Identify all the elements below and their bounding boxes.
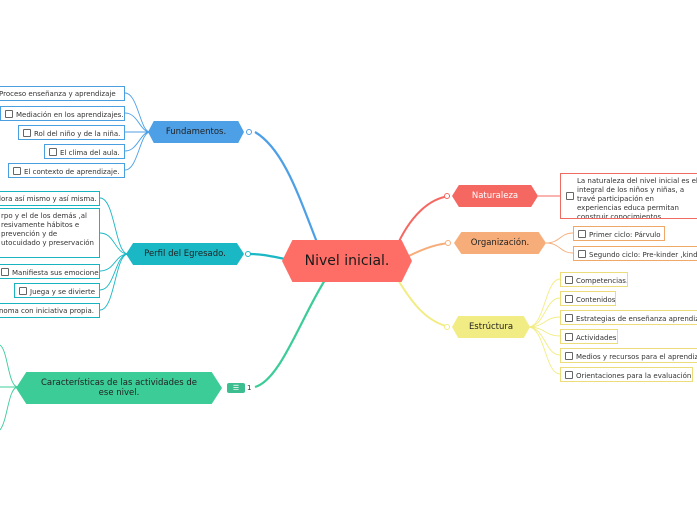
checkbox[interactable] [13,167,21,175]
leaf-estructura-5[interactable]: Medios y recursos para el aprendiz [560,348,697,363]
central-topic[interactable]: Nivel inicial. [282,240,412,282]
collapse-toggle-estructura[interactable] [444,324,450,330]
leaf-estructura-2[interactable]: Contenidos [560,291,616,306]
branch-caracteristicas[interactable]: Características de las actividades de es… [16,372,222,404]
organizacion-leaf-connectors [545,232,574,254]
leaf-perfil-3-label: Manifiesta sus emociones. [12,269,100,277]
branch-fundamentos[interactable]: Fundamentos. [148,121,244,143]
leaf-perfil-4-label: Juega y se divierte [30,288,96,296]
leaf-fundamentos-2-label: Mediación en los aprendizajes. [16,111,124,119]
checkbox[interactable] [5,110,13,118]
leaf-estructura-1-label: Competencias. [576,277,628,285]
checkbox[interactable] [23,129,31,137]
leaf-organizacion-1[interactable]: Primer ciclo: Párvulo [573,226,665,241]
collapse-toggle-naturaleza[interactable] [444,193,450,199]
checkbox[interactable] [566,192,574,200]
checkbox[interactable] [565,371,573,379]
leaf-estructura-3-label: Estrategias de enseñanza aprendiz [576,315,697,323]
leaf-estructura-6-label: Orientaciones para la evaluación [576,372,692,380]
leaf-estructura-4[interactable]: Actividades [560,329,618,344]
branch-fundamentos-label: Fundamentos. [165,127,227,137]
checkbox[interactable] [1,268,9,276]
leaf-perfil-1-label: lora así mismo y así misma. [0,195,97,203]
checkbox[interactable] [49,148,57,156]
leaf-naturaleza-1-label: La naturaleza del nivel inicial es el in… [577,177,697,219]
leaf-estructura-3[interactable]: Estrategias de enseñanza aprendiz [560,310,697,325]
list-badge-icon[interactable]: ☰ [227,383,245,393]
branch-organizacion[interactable]: Organización. [454,232,546,254]
leaf-organizacion-2[interactable]: Segundo ciclo: Pre-kinder ,kinde [573,246,697,261]
leaf-perfil-2[interactable]: rpo y el de los demás ,al resivamente há… [0,208,100,258]
caracteristicas-leaf-connectors [0,344,19,431]
branch-organizacion-label: Organización. [470,238,530,248]
checkbox[interactable] [565,352,573,360]
checkbox[interactable] [19,287,27,295]
collapse-toggle-organizacion[interactable] [445,240,451,246]
perfil-leaf-connectors [99,197,129,311]
checkbox[interactable] [565,314,573,322]
leaf-estructura-6[interactable]: Orientaciones para la evaluación [560,367,693,382]
leaf-organizacion-1-label: Primer ciclo: Párvulo [589,231,661,239]
leaf-naturaleza-1[interactable]: La naturaleza del nivel inicial es el in… [560,173,697,219]
leaf-estructura-1[interactable]: Competencias. [560,272,628,287]
branch-estructura[interactable]: Estrúctura [452,316,530,338]
leaf-fundamentos-3[interactable]: Rol del niño y de la niña. [18,125,125,140]
connector-fundamentos [254,131,322,251]
leaf-organizacion-2-label: Segundo ciclo: Pre-kinder ,kinde [589,251,697,259]
collapse-toggle-fundamentos[interactable] [246,129,252,135]
checkbox[interactable] [578,250,586,258]
leaf-fundamentos-5[interactable]: El contexto de aprendizaje. [8,163,125,178]
leaf-perfil-3[interactable]: Manifiesta sus emociones. [0,264,100,279]
central-topic-label: Nivel inicial. [304,253,390,269]
connector-organizacion [404,242,451,259]
leaf-fundamentos-4-label: El clima del aula. [60,149,120,157]
branch-naturaleza-label: Naturaleza [471,191,519,201]
connector-estructura [394,274,451,328]
fundamentos-leaf-connectors [124,92,151,171]
leaf-perfil-1[interactable]: lora así mismo y así misma. [0,191,100,206]
leaf-perfil-5-label: noma con iniciativa propia. [0,307,94,315]
collapsed-count: 1 [247,384,252,392]
leaf-perfil-5[interactable]: noma con iniciativa propia. [0,303,100,318]
checkbox[interactable] [565,295,573,303]
leaf-estructura-2-label: Contenidos [576,296,616,304]
leaf-perfil-2-label: rpo y el de los demás ,al resivamente há… [1,212,94,247]
leaf-fundamentos-2[interactable]: Mediación en los aprendizajes. [0,106,125,121]
estructura-leaf-connectors [527,278,561,375]
leaf-estructura-4-label: Actividades [576,334,617,342]
branch-estructura-label: Estrúctura [468,322,514,332]
leaf-fundamentos-3-label: Rol del niño y de la niña. [34,130,121,138]
branch-perfil-label: Perfil del Egresado. [144,249,226,259]
checkbox[interactable] [565,333,573,341]
branch-perfil[interactable]: Perfil del Egresado. [126,243,244,265]
collapse-toggle-perfil[interactable] [245,251,251,257]
checkbox[interactable] [565,276,573,284]
leaf-fundamentos-5-label: El contexto de aprendizaje. [24,168,120,176]
checkbox[interactable] [578,230,586,238]
connector-caracteristicas [254,279,326,389]
branch-caracteristicas-label: Características de las actividades de es… [40,378,198,398]
connector-naturaleza [394,195,451,251]
leaf-fundamentos-4[interactable]: El clima del aula. [44,144,125,159]
leaf-fundamentos-1-label: Proceso enseñanza y aprendizaje [0,90,116,98]
leaf-estructura-5-label: Medios y recursos para el aprendiz [576,353,697,361]
leaf-fundamentos-1[interactable]: Proceso enseñanza y aprendizaje [0,86,125,101]
leaf-perfil-4[interactable]: Juega y se divierte [14,283,100,298]
branch-naturaleza[interactable]: Naturaleza [452,185,538,207]
